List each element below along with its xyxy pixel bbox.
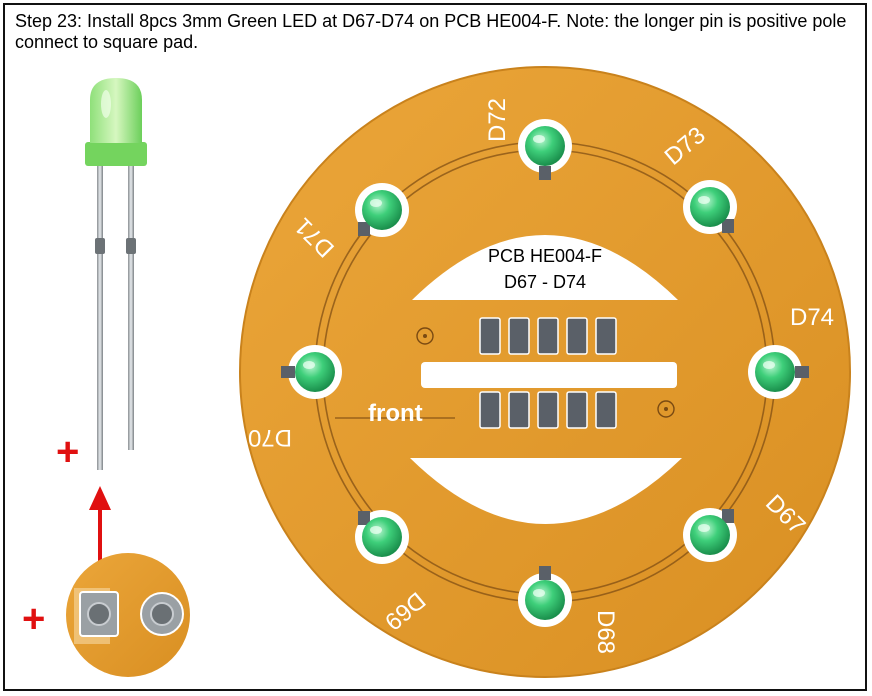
led-d73 [683, 180, 737, 234]
led-d69 [355, 510, 409, 564]
label-d74: D74 [790, 304, 834, 331]
short-pin [128, 165, 134, 450]
mount-mark-right [657, 400, 675, 418]
middle-slot [421, 362, 677, 388]
instruction-text: Step 23: Install 8pcs 3mm Green LED at D… [15, 11, 847, 52]
pcb-title-line1: PCB HE004-F [488, 246, 602, 266]
front-label: front [368, 400, 423, 427]
led-d74 [748, 345, 809, 399]
led-d68 [518, 566, 572, 627]
pcb-title-line2: D67 - D74 [504, 272, 586, 292]
led-d67 [683, 508, 737, 562]
pad-row-bottom [479, 391, 617, 429]
led-flange [85, 142, 147, 166]
bottom-cutout [410, 458, 682, 524]
led-d71 [355, 183, 409, 237]
top-cutout [412, 235, 678, 300]
pad-footprint-detail [66, 553, 190, 677]
mount-mark-left [416, 327, 434, 345]
label-d70: D70 [248, 424, 292, 451]
led-d72 [518, 119, 572, 180]
long-pin [97, 165, 103, 470]
pad-row-top [479, 317, 617, 355]
plus-pad-marker: + [22, 597, 45, 641]
plus-pin-marker: + [56, 430, 79, 474]
led-lens [90, 78, 142, 143]
led-set [281, 119, 809, 627]
label-d72: D72 [484, 98, 511, 142]
led-component [85, 78, 147, 470]
led-d70 [281, 345, 342, 399]
label-d68: D68 [592, 610, 619, 654]
